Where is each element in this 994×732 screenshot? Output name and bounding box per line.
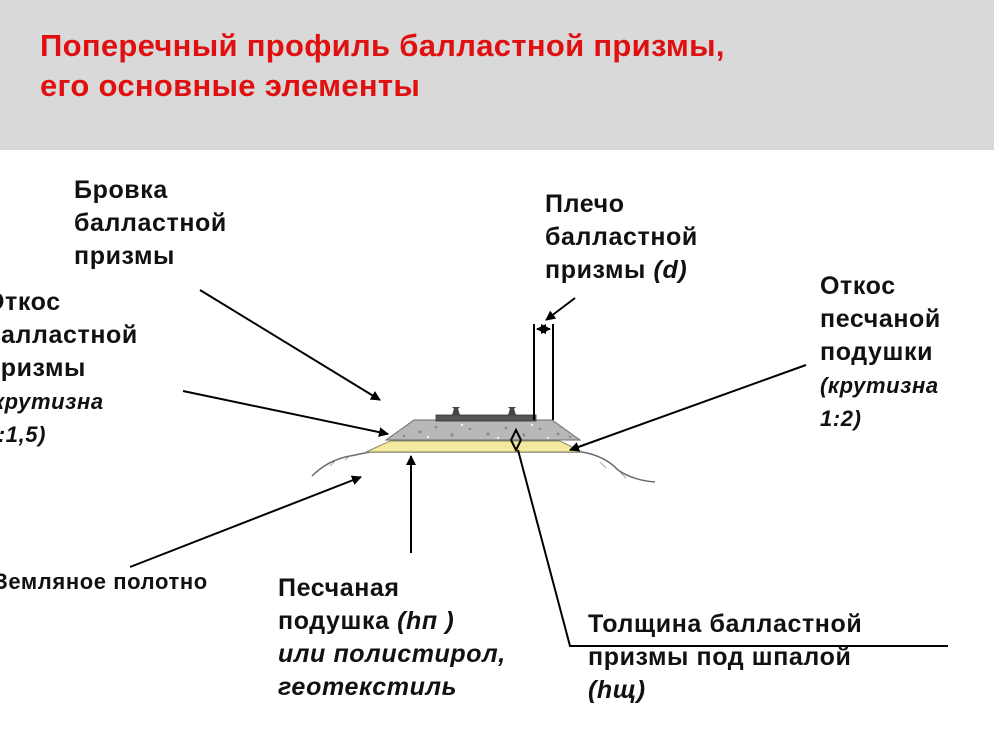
- plecho-line-3: призмы (d): [545, 254, 698, 287]
- label-plecho: Плечо балластной призмы (d): [545, 188, 698, 287]
- title-line-1: Поперечный профиль балластной призмы,: [40, 28, 725, 63]
- tolshina-leader: [517, 449, 948, 647]
- peschanaya-line-1: Песчаная: [278, 574, 400, 602]
- thickness-marker: [509, 427, 523, 453]
- otkos-pesch-line-3: подушки: [820, 338, 934, 366]
- sleeper: [435, 414, 537, 422]
- label-zemlyanoe: Земляное полотно: [0, 565, 208, 598]
- otkos-ballast-line-5: 1:1,5): [0, 422, 47, 447]
- brovka-line-2: балластной: [74, 209, 227, 237]
- peschanaya-line-3: или полистирол,: [278, 640, 506, 668]
- plecho-line-2: балластной: [545, 223, 698, 251]
- tolshina-line-1: Толщина балластной: [588, 610, 863, 638]
- tolshina-line-2: призмы под шпалой: [588, 643, 852, 671]
- otkos-pesch-line-4: (крутизна: [820, 373, 939, 398]
- plecho-symbol: (d): [653, 256, 688, 284]
- page-title: Поперечный профиль балластной призмы, ег…: [40, 26, 725, 106]
- otkos-pesch-line-1: Откос: [820, 272, 896, 300]
- otkos-ballast-line-1: Откос: [0, 288, 61, 316]
- peschanaya-line-4: геотекстиль: [278, 673, 458, 701]
- plecho-line-1: Плечо: [545, 190, 625, 218]
- otkos-pesch-line-5: 1:2): [820, 406, 862, 431]
- otkos-pesch-line-2: песчаной: [820, 305, 941, 333]
- otkos-ballast-line-3: призмы: [0, 354, 86, 382]
- peschanaya-line-2-text: подушка: [278, 607, 390, 635]
- label-peschanaya: Песчаная подушка (hп ) или полистирол, г…: [278, 572, 506, 704]
- label-otkos-pesch: Откос песчаной подушки (крутизна 1:2): [820, 270, 941, 435]
- title-bar: [0, 0, 994, 150]
- otkos-ballast-line-2: балластной: [0, 321, 138, 349]
- tolshina-line-3: (hщ): [588, 676, 646, 704]
- brovka-line-3: призмы: [74, 242, 175, 270]
- peschanaya-line-2: подушка (hп ): [278, 605, 506, 638]
- title-line-2: его основные элементы: [40, 68, 421, 103]
- subgrade: [311, 451, 656, 483]
- otkos-ballast-arrow: [182, 390, 389, 438]
- rails: [452, 407, 516, 415]
- zemlyanoe-arrow: [129, 475, 362, 568]
- shoulder-dimension: [533, 324, 554, 420]
- otkos-ballast-line-4: (крутизна: [0, 389, 104, 414]
- peschanaya-symbol: (hп ): [397, 607, 455, 635]
- label-tolshina: Толщина балластной призмы под шпалой (hщ…: [588, 608, 862, 707]
- ballast-prism: [384, 419, 582, 441]
- zemlyanoe-text: Земляное полотно: [0, 569, 208, 594]
- plecho-arrow: [545, 297, 576, 321]
- brovka-arrow: [199, 289, 381, 401]
- label-brovka: Бровка балластной призмы: [74, 174, 227, 273]
- brovka-line-1: Бровка: [74, 176, 168, 204]
- plecho-line-3-text: призмы: [545, 256, 646, 284]
- sand-cushion: [365, 440, 583, 453]
- otkos-pesch-arrow: [569, 364, 807, 452]
- label-otkos-ballast: Откос балластной призмы (крутизна 1:1,5): [0, 286, 138, 451]
